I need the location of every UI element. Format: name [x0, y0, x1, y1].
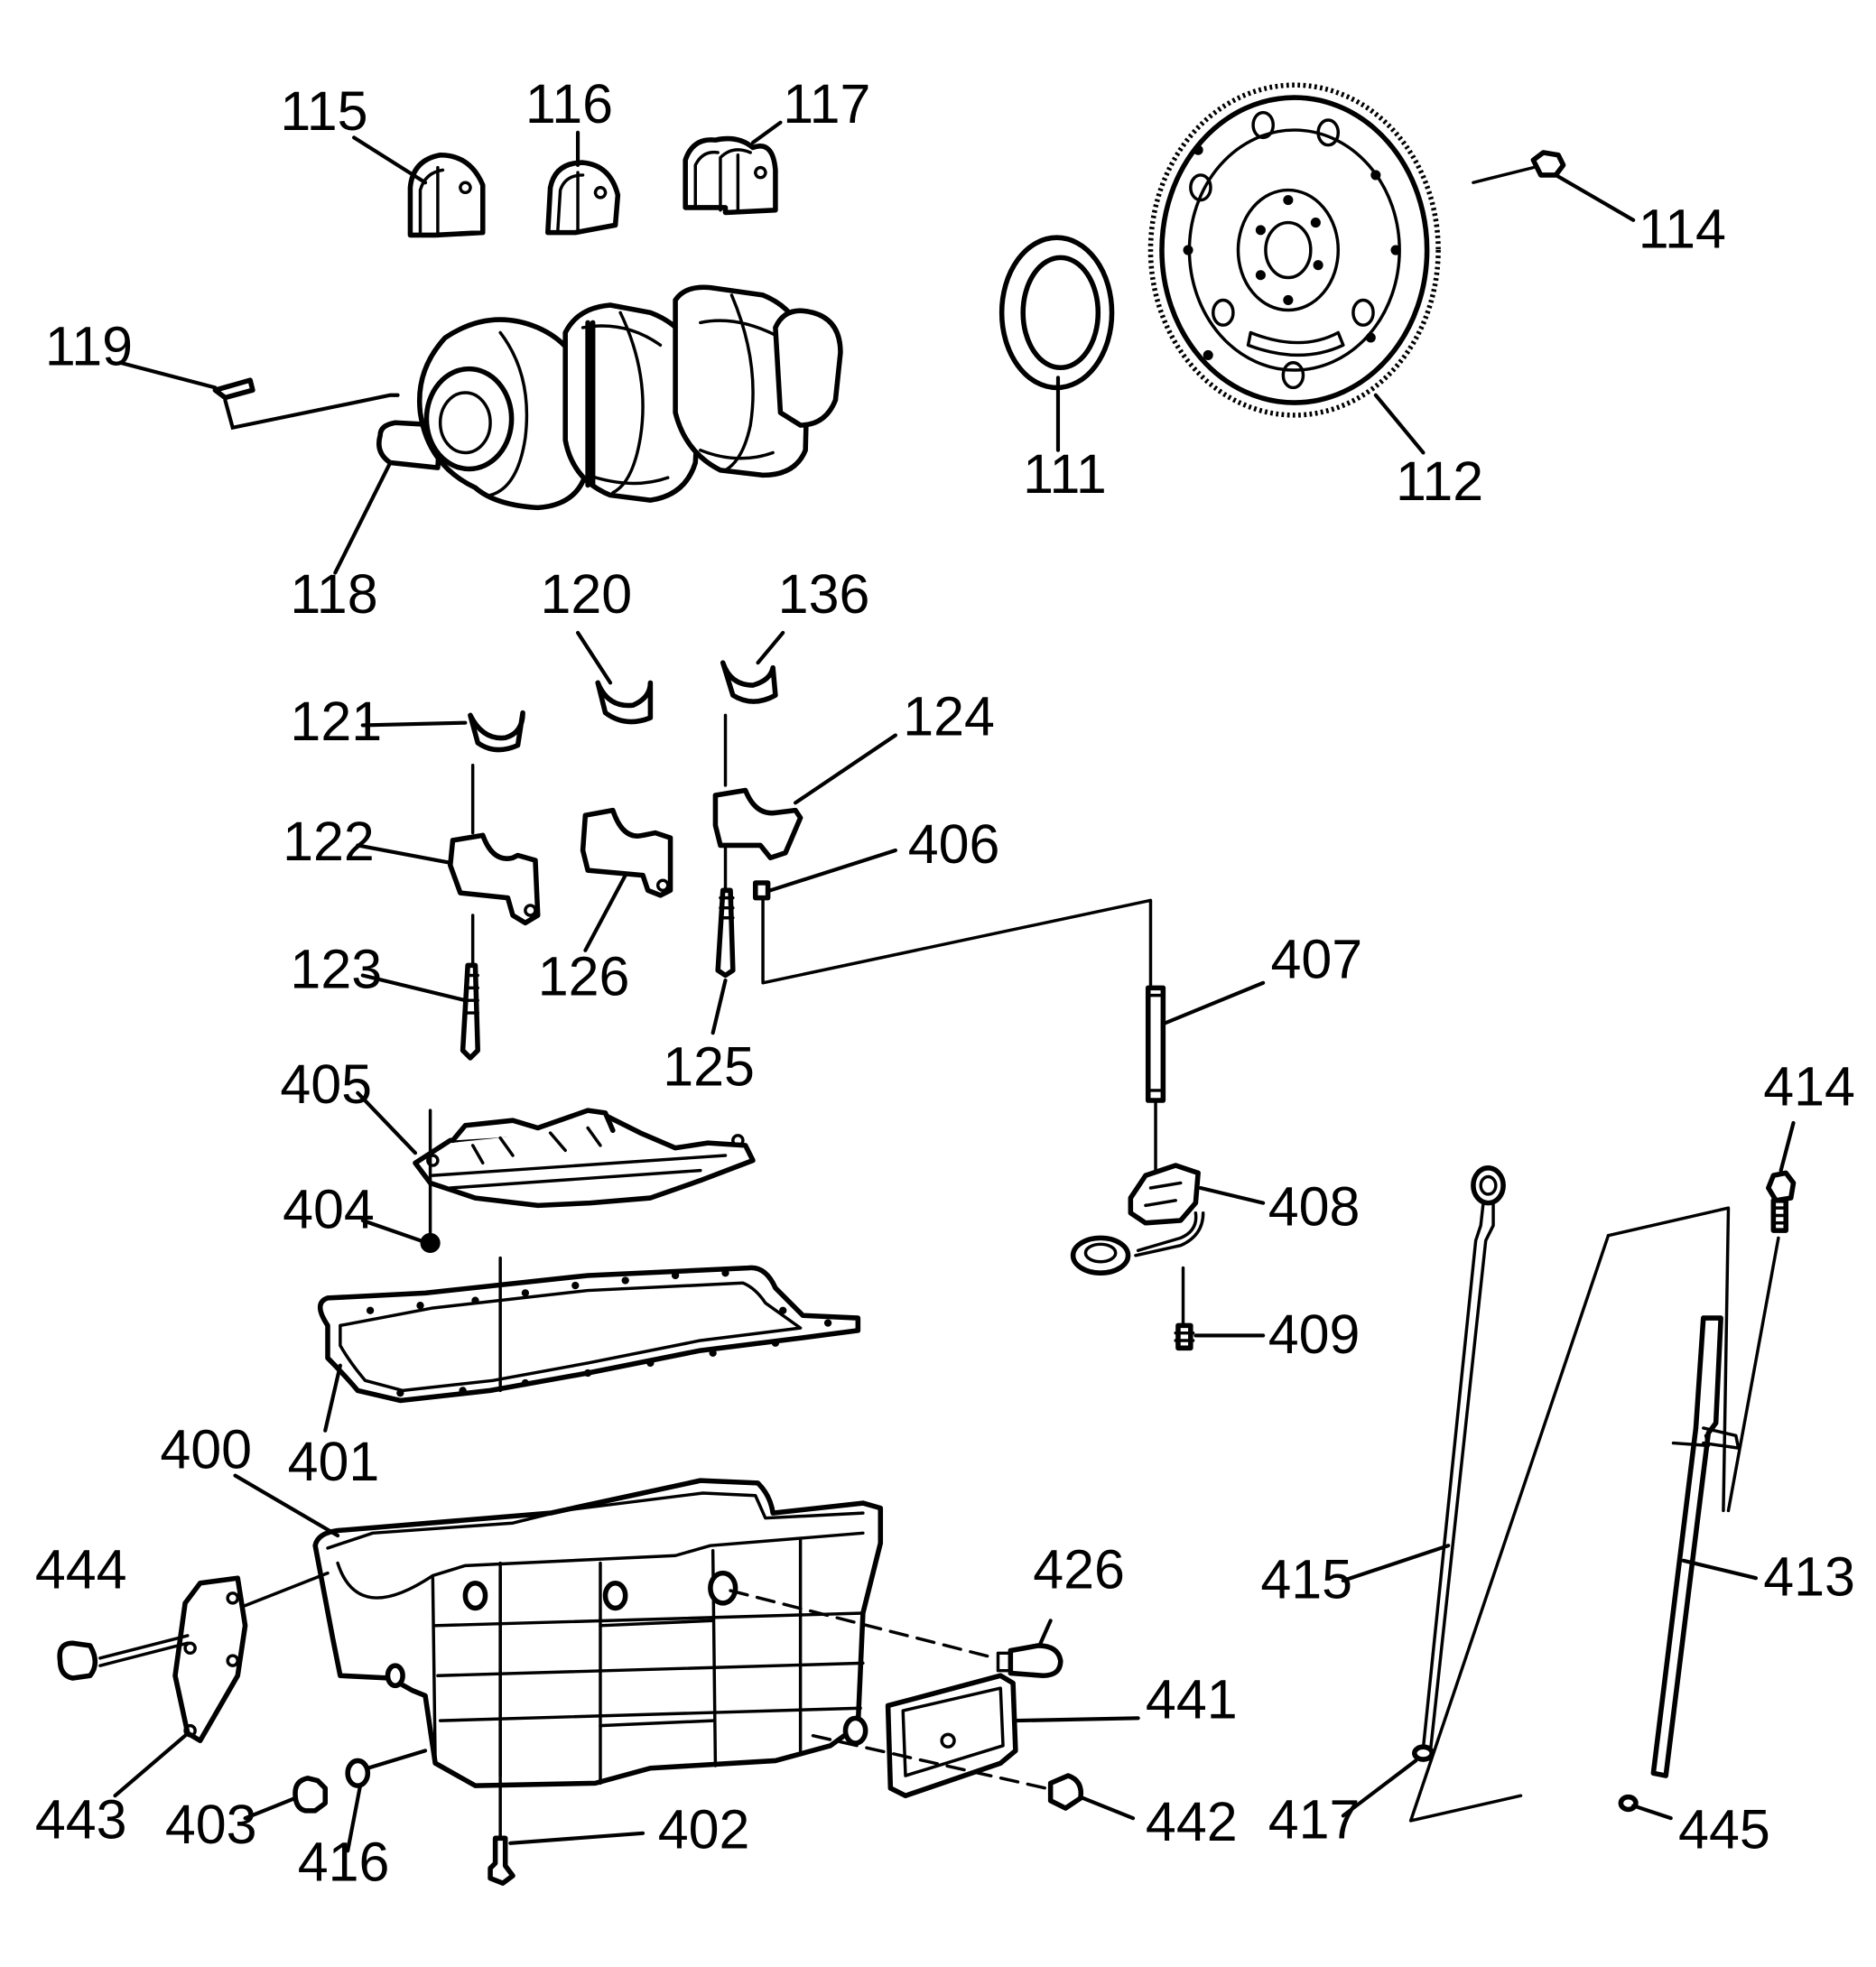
dipstick-415	[1421, 1165, 1506, 1750]
callout-112: 112	[1396, 450, 1483, 512]
callout-126: 126	[538, 946, 630, 1007]
callout-117: 117	[783, 73, 870, 135]
callout-403: 403	[165, 1794, 257, 1855]
dipstick-tube-413	[1650, 1315, 1741, 1778]
callout-123: 123	[290, 938, 382, 999]
callout-445: 445	[1678, 1798, 1770, 1860]
bearing-cap-126	[580, 807, 673, 898]
callout-417: 417	[1268, 1788, 1361, 1850]
callout-114: 114	[1639, 198, 1726, 259]
callout-111: 111	[1023, 443, 1107, 505]
callout-402: 402	[658, 1798, 750, 1860]
nut-404	[420, 1109, 441, 1254]
callout-409: 409	[1268, 1304, 1361, 1365]
callout-121: 121	[290, 691, 382, 752]
flexplate-bolt-114	[1472, 150, 1566, 184]
main-bearing-117	[683, 135, 778, 216]
callout-406: 406	[908, 813, 1000, 875]
drain-seal-416	[345, 1758, 371, 1788]
dipstick-seal-417	[1412, 1744, 1435, 1762]
callout-442: 442	[1146, 1791, 1238, 1852]
bearing-120	[595, 680, 654, 725]
rear-seal-111	[998, 235, 1115, 391]
callout-122: 122	[283, 811, 375, 872]
callout-124: 124	[903, 686, 995, 747]
callout-120: 120	[540, 563, 632, 625]
oil-pan-gasket-401	[317, 1256, 861, 1404]
callout-426: 426	[1033, 1538, 1125, 1600]
oil-pump-screen-408	[1070, 1163, 1205, 1276]
bolt-426	[729, 1589, 1063, 1679]
bearing-136	[720, 660, 778, 704]
bolt-442	[811, 1733, 1084, 1811]
leader-lines	[113, 120, 1796, 1853]
callout-443: 443	[35, 1788, 127, 1850]
dowel-406	[752, 880, 771, 901]
bolt-414	[1726, 1170, 1797, 1513]
callout-405: 405	[280, 1053, 372, 1115]
main-bearing-115	[407, 153, 486, 238]
callout-408: 408	[1268, 1176, 1361, 1238]
bearing-cap-124	[712, 713, 803, 861]
callout-116: 116	[525, 73, 613, 135]
callout-labels: 115 116 117 114 119 111 112 118 120 136 …	[35, 73, 1855, 1893]
callout-416: 416	[298, 1831, 390, 1892]
crankshaft-118	[376, 284, 843, 511]
crank-key-119	[212, 377, 255, 401]
bearing-cap-122	[447, 764, 541, 926]
bolt-125	[715, 846, 736, 979]
oil-pan-400	[312, 1478, 884, 1865]
callout-407: 407	[1270, 928, 1362, 989]
callout-118: 118	[290, 563, 377, 625]
pickup-tube-407	[761, 898, 1166, 1173]
main-bearing-116	[545, 160, 621, 236]
bolt-409	[1174, 1266, 1195, 1351]
flexplate-112	[1147, 82, 1441, 418]
callout-400: 400	[160, 1418, 252, 1480]
callout-441: 441	[1146, 1668, 1238, 1730]
callout-401: 401	[288, 1431, 380, 1492]
drain-plug-403	[293, 1776, 328, 1814]
callout-125: 125	[663, 1035, 755, 1097]
callout-119: 119	[45, 315, 133, 376]
bearing-121	[468, 710, 525, 753]
callout-414: 414	[1763, 1056, 1855, 1118]
bolt-444	[57, 1571, 330, 1681]
callout-115: 115	[280, 80, 367, 142]
cover-441	[885, 1673, 1018, 1798]
bracket-443	[172, 1575, 248, 1744]
bolt-123	[460, 914, 480, 1061]
callout-413: 413	[1763, 1546, 1855, 1608]
callout-404: 404	[283, 1178, 375, 1239]
oil-baffle-405	[413, 1108, 756, 1209]
bolt-402	[488, 1835, 515, 1886]
callout-444: 444	[35, 1538, 127, 1600]
callout-415: 415	[1260, 1548, 1352, 1610]
callout-136: 136	[778, 563, 870, 625]
